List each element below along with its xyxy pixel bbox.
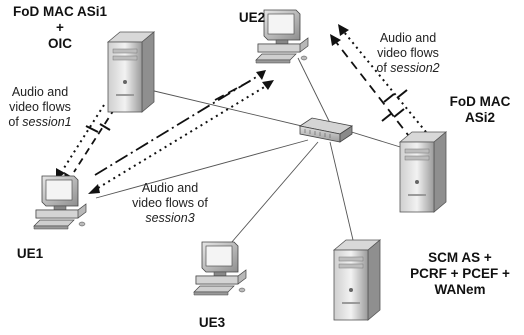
workstation-ue1 bbox=[33, 175, 87, 230]
scm-label-line1: SCM AS + bbox=[428, 250, 492, 265]
asi1-label-line2: + bbox=[56, 20, 64, 35]
link-ue1 bbox=[95, 139, 309, 199]
flow-session3-b bbox=[97, 85, 267, 189]
link-ue2 bbox=[297, 57, 331, 124]
flow-session1-b bbox=[63, 104, 105, 169]
caption-session1: Audio and video flows of session1 bbox=[8, 85, 71, 129]
ue3-label: UE3 bbox=[199, 315, 226, 330]
link-asi2 bbox=[344, 129, 411, 151]
link-ue3 bbox=[224, 141, 319, 251]
workstation-icon bbox=[33, 175, 87, 230]
session3-line3: session3 bbox=[145, 211, 194, 225]
media-flows bbox=[63, 31, 427, 189]
server-icon bbox=[399, 131, 447, 213]
asi1-label-line3: OIC bbox=[48, 36, 72, 51]
caption-session2: Audio and video flows of session2 bbox=[376, 31, 439, 75]
server-scm bbox=[333, 239, 381, 321]
flow-session3-c bbox=[214, 79, 253, 101]
session1-line3: of session1 bbox=[8, 115, 71, 129]
workstation-ue3 bbox=[193, 241, 247, 296]
arrowhead-ue2-d bbox=[338, 24, 349, 36]
flow-session3-a bbox=[94, 75, 259, 176]
server-icon bbox=[333, 239, 381, 321]
ue2-label: UE2 bbox=[239, 10, 265, 25]
arrowhead-ue2-b bbox=[262, 80, 274, 90]
session3-line2: video flows of bbox=[132, 196, 208, 210]
caption-session3: Audio and video flows of session3 bbox=[132, 181, 208, 225]
flow-session1-a bbox=[73, 107, 116, 173]
link-scm bbox=[329, 141, 354, 241]
server-asi2 bbox=[399, 131, 447, 213]
scm-label-line2: PCRF + PCEF + bbox=[410, 266, 510, 281]
flow-block-marks bbox=[85, 89, 408, 133]
server-icon bbox=[107, 31, 155, 113]
flow-session2-a bbox=[335, 41, 413, 141]
arrowhead-ue2-c bbox=[330, 34, 341, 46]
asi2-label-line1: FoD MAC bbox=[450, 94, 511, 109]
server-asi1 bbox=[107, 31, 155, 113]
asi2-label-line2: ASi2 bbox=[465, 110, 495, 125]
workstation-icon bbox=[193, 241, 247, 296]
scm-label-line3: WANem bbox=[434, 282, 485, 297]
session2-line2: video flows bbox=[377, 46, 439, 60]
ue1-label: UE1 bbox=[17, 246, 44, 261]
session2-line3: of session2 bbox=[376, 61, 439, 75]
session3-line1: Audio and bbox=[142, 181, 198, 195]
link-asi1 bbox=[149, 89, 311, 129]
session1-line1: Audio and bbox=[12, 85, 68, 99]
session1-line2: video flows bbox=[9, 100, 71, 114]
network-switch-icon bbox=[298, 117, 354, 143]
arrowhead-ue1-c bbox=[88, 184, 100, 194]
session2-line1: Audio and bbox=[380, 31, 436, 45]
asi1-label-line1: FoD MAC ASi1 bbox=[13, 4, 107, 19]
arrowhead-ue2-a bbox=[256, 70, 266, 80]
network-links bbox=[95, 57, 411, 251]
